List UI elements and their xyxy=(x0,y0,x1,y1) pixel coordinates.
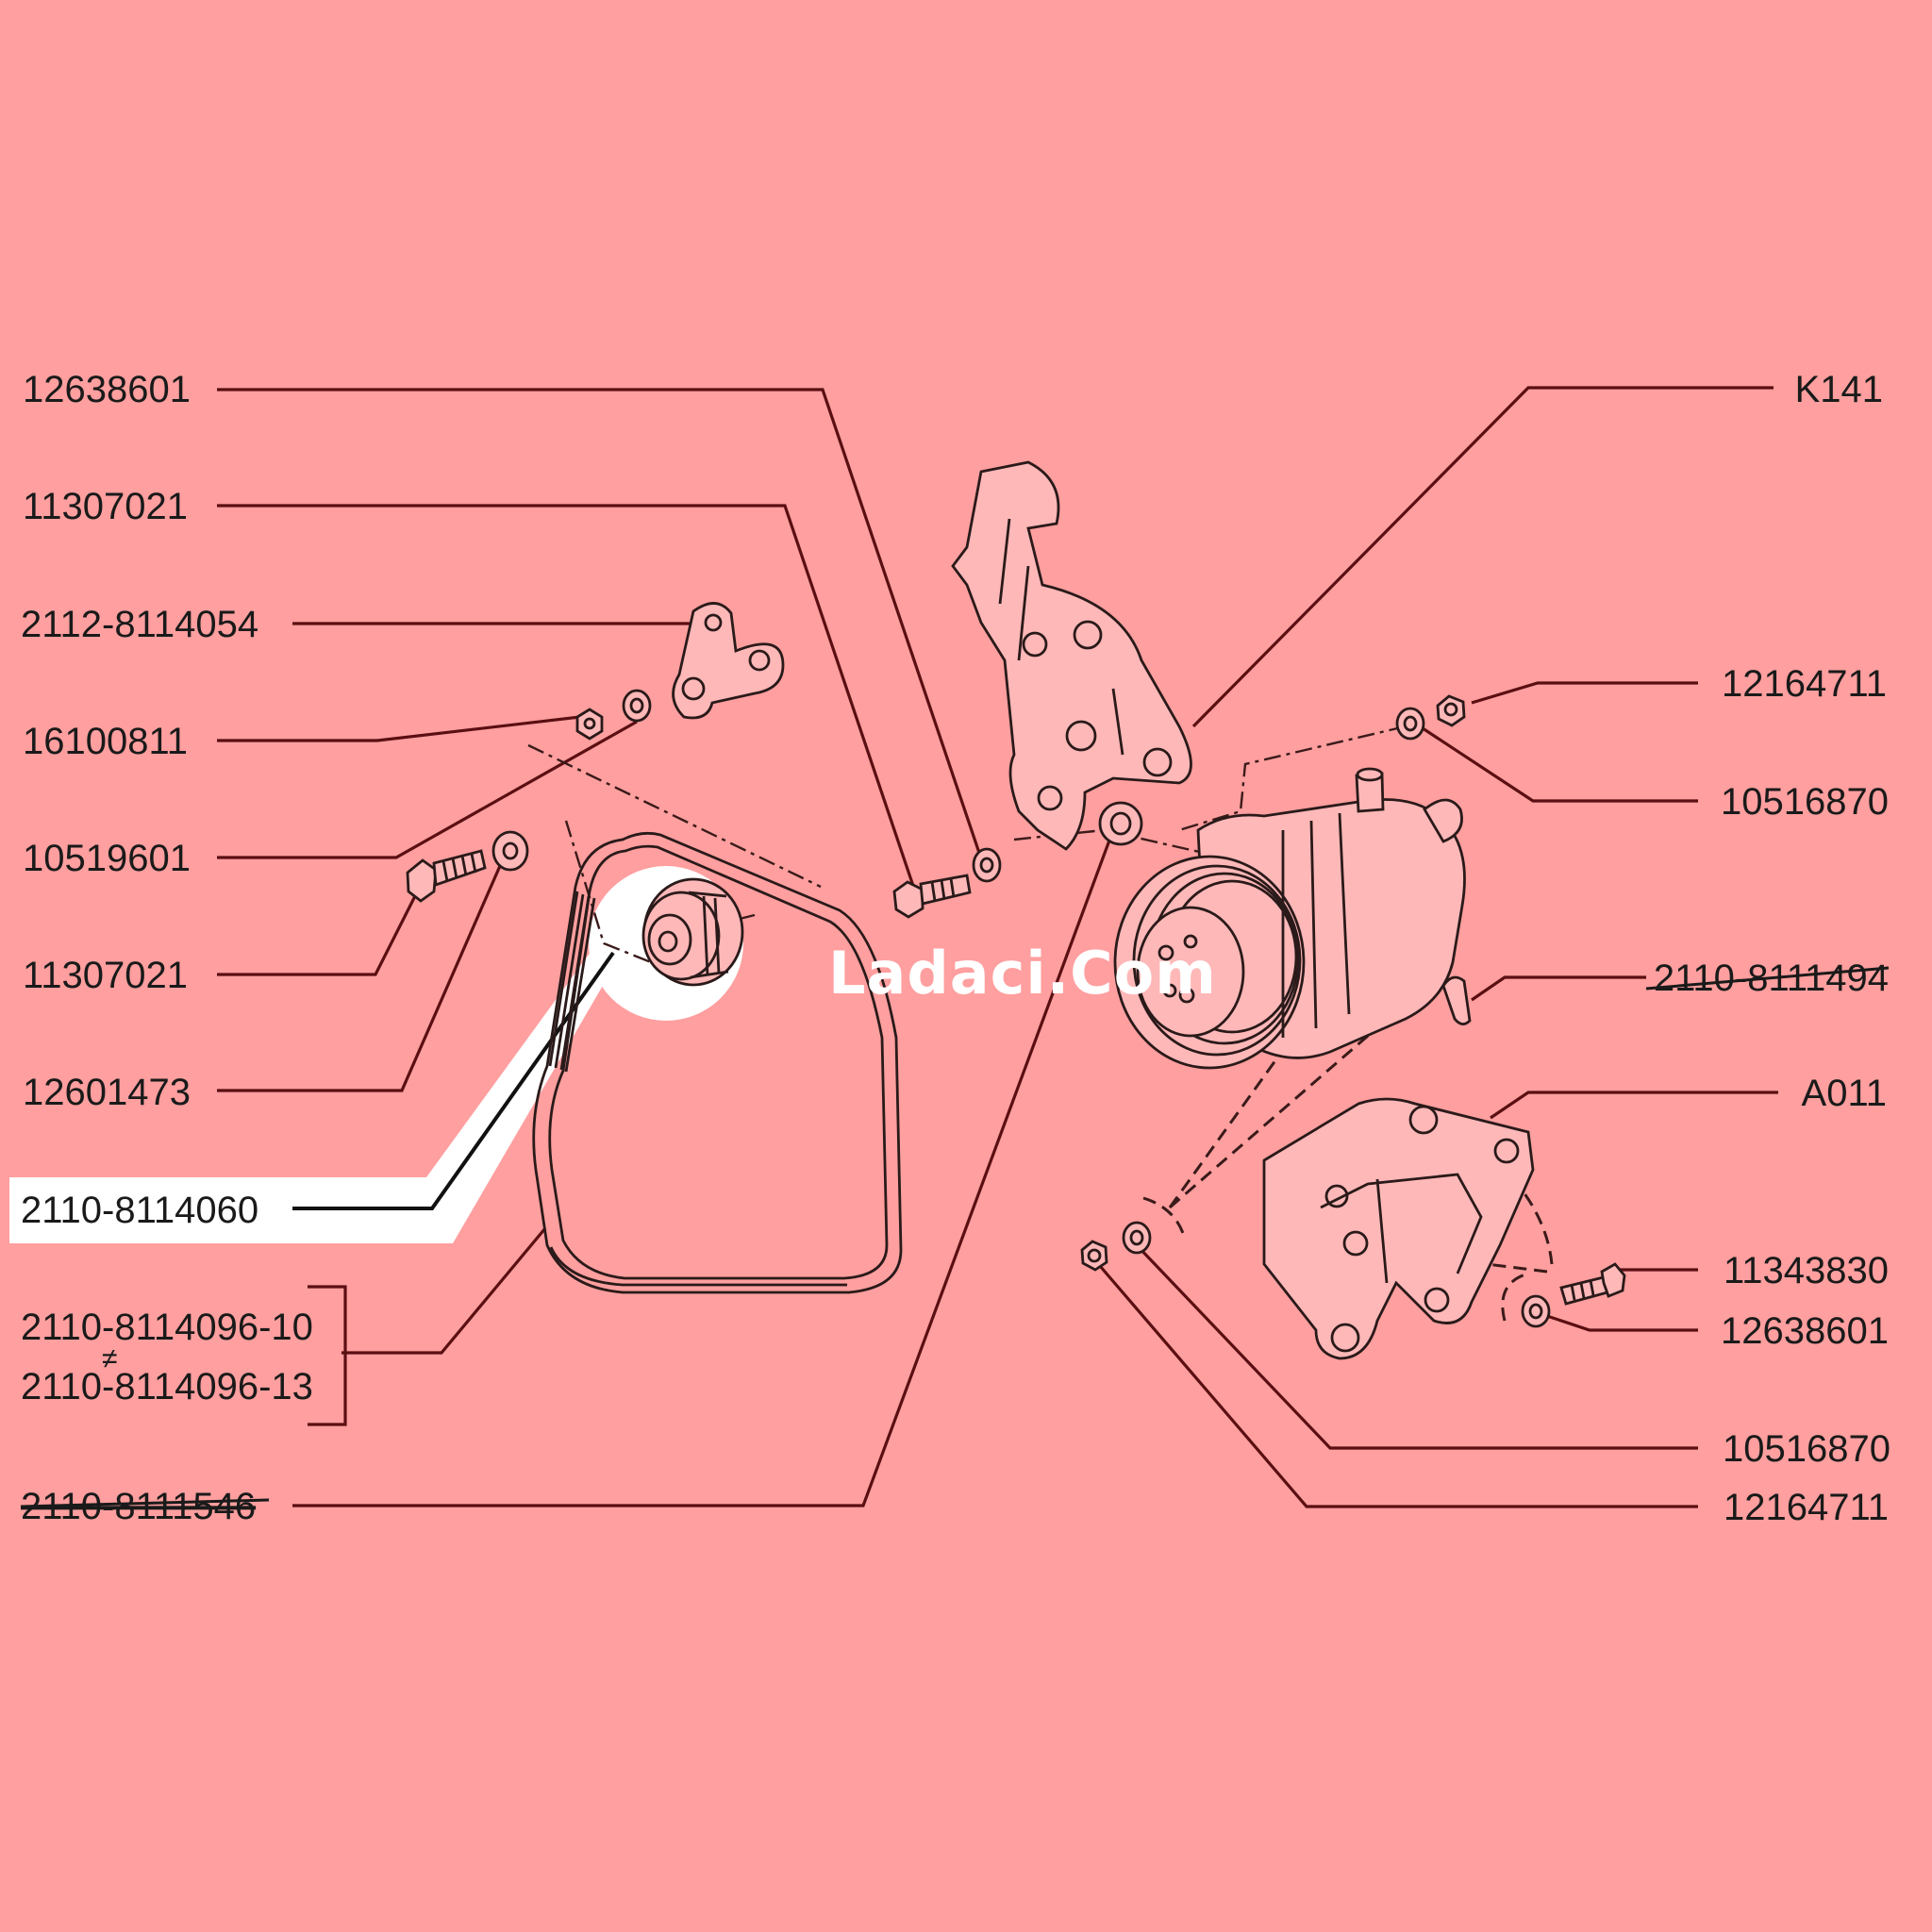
label-not-equal: ≠ xyxy=(102,1343,117,1374)
nut-12164711-bottom xyxy=(1080,1240,1108,1272)
label-A011[interactable]: A011 xyxy=(1802,1073,1887,1114)
belt-2110-8114096 xyxy=(532,831,903,1294)
label-K141[interactable]: K141 xyxy=(1795,369,1883,410)
washer-12638601-right xyxy=(1521,1294,1551,1328)
label-10516870-top[interactable]: 10516870 xyxy=(1721,781,1889,823)
leader-12164711-bottom xyxy=(1092,1257,1698,1508)
label-2110-8114060[interactable]: 2110-8114060 xyxy=(21,1190,258,1231)
leader-12164711-top xyxy=(1471,681,1698,705)
nut-12164711-top xyxy=(1436,694,1466,727)
leader-10516870-top xyxy=(1419,724,1698,803)
bolt-11343830 xyxy=(1559,1262,1626,1306)
leader-12601473 xyxy=(217,843,511,1092)
leader-K141 xyxy=(1191,386,1774,728)
highlight-band xyxy=(9,866,743,1243)
label-12638601-right[interactable]: 12638601 xyxy=(1721,1310,1889,1352)
label-2110-8114096-10[interactable]: 2110-8114096-10 xyxy=(21,1307,313,1348)
label-11307021-mid[interactable]: 11307021 xyxy=(23,955,188,996)
leader-16100811 xyxy=(217,715,581,742)
leader-2110-8111546 xyxy=(292,829,1115,1507)
leader-11307021-mid xyxy=(217,876,426,976)
leader-lines xyxy=(217,386,1778,1508)
bolt-11307021-middle xyxy=(892,874,972,919)
spacer-2110-8111546 xyxy=(1098,801,1143,846)
washer-12638601-top xyxy=(972,847,1002,883)
leader-10516870-bottom xyxy=(1135,1243,1698,1450)
washer-12601473 xyxy=(491,830,529,872)
label-10519601[interactable]: 10519601 xyxy=(23,838,191,879)
labels-right: K141 12164711 10516870 2110-8111494 A011… xyxy=(1645,369,1890,1528)
label-2112-8114054[interactable]: 2112-8114054 xyxy=(21,604,258,645)
labels-left: 12638601 11307021 2112-8114054 16100811 … xyxy=(20,369,313,1527)
bracket-K141 xyxy=(951,460,1192,851)
washer-10516870-top xyxy=(1395,707,1425,741)
label-2110-8114096-13[interactable]: 2110-8114096-13 xyxy=(21,1366,313,1407)
leader-A011 xyxy=(1490,1091,1778,1120)
washer-10519601 xyxy=(622,689,652,723)
clip-2110-8111494 xyxy=(1441,975,1472,1025)
compressor xyxy=(1113,767,1466,1070)
bracket-belt xyxy=(308,1285,347,1426)
watermark-text: Ladaci.Com xyxy=(828,939,1217,1008)
label-12638601-top[interactable]: 12638601 xyxy=(23,369,191,410)
label-12164711-bottom[interactable]: 12164711 xyxy=(1724,1487,1889,1528)
label-16100811[interactable]: 16100811 xyxy=(23,721,188,762)
leader-10519601 xyxy=(217,720,638,859)
bolt-11307021-left xyxy=(406,849,487,903)
pulley-2110-8114060 xyxy=(641,877,744,987)
label-11343830[interactable]: 11343830 xyxy=(1724,1250,1889,1291)
label-11307021-top[interactable]: 11307021 xyxy=(23,486,188,527)
leader-12638601-right xyxy=(1546,1314,1698,1332)
leader-11307021-top xyxy=(217,504,917,892)
washer-10516870-bottom xyxy=(1122,1221,1152,1255)
label-12601473[interactable]: 12601473 xyxy=(23,1072,191,1113)
leader-12638601-top xyxy=(217,388,983,859)
bracket-2112-8114054 xyxy=(672,602,785,720)
label-12164711-top[interactable]: 12164711 xyxy=(1722,663,1887,705)
leader-2110-8111494 xyxy=(1471,975,1646,1002)
label-10516870-bottom[interactable]: 10516870 xyxy=(1723,1428,1890,1470)
bracket-A011 xyxy=(1262,1097,1535,1360)
nut-16100811 xyxy=(575,708,604,741)
leader-belt xyxy=(341,1226,547,1355)
